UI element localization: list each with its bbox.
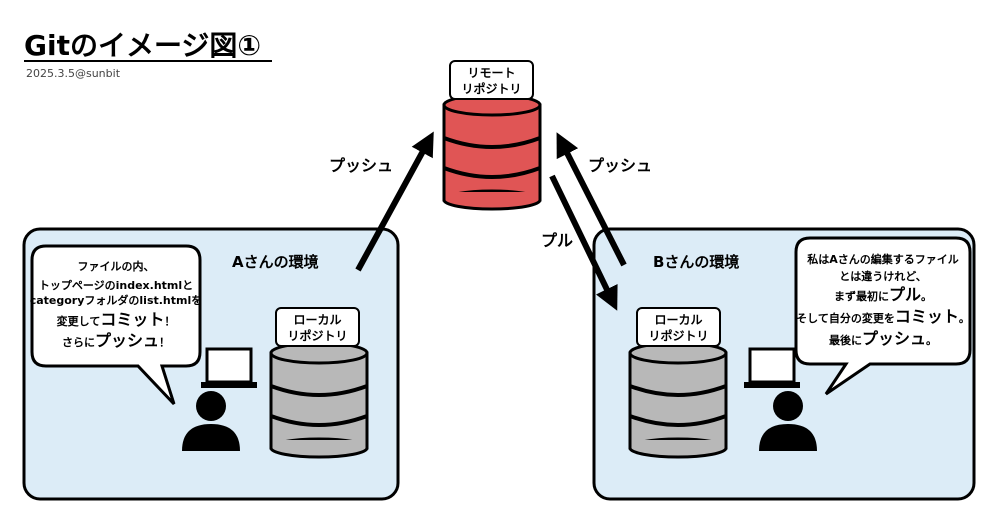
bubble-b-line5-post: 。 <box>926 334 937 347</box>
bubble-b-line4-post: 。 <box>959 312 970 325</box>
env-b-title: Bさんの環境 <box>653 253 739 271</box>
remote-repo-label-box <box>449 60 534 100</box>
remote-repository-db <box>442 93 542 211</box>
push-label-a: プッシュ <box>329 156 393 175</box>
bubble-a-line4-pre: 変更して <box>57 314 101 328</box>
local-repo-b-label-line1: ローカル <box>654 313 702 327</box>
push-label-b: プッシュ <box>588 156 652 175</box>
bubble-a-line5-emphasis: プッシュ <box>95 331 159 350</box>
local-repo-a-label-box <box>275 307 360 347</box>
bubble-a-line5-post: ！ <box>159 336 170 349</box>
page-subtitle: 2025.3.5@sunbit <box>26 67 121 80</box>
user-a-icon <box>182 391 240 451</box>
bubble-b-line1: 私はAさんの編集するファイル <box>807 252 959 266</box>
push-arrow-a <box>355 131 434 272</box>
local-repo-a-label-line2: リポジトリ <box>287 328 347 343</box>
bubble-b-line4-pre: そして自分の変更を <box>796 311 895 325</box>
local-repo-b-label-line2: リポジトリ <box>648 328 708 343</box>
bubble-a-line2: トップページのindex.htmlと <box>39 278 193 292</box>
env-a-title: Aさんの環境 <box>232 253 319 271</box>
pull-label-b: プル <box>541 231 573 250</box>
bubble-b-line5: 最後にプッシュ。 <box>829 329 937 348</box>
remote-repo-label-line1: リモート <box>467 66 515 80</box>
bubble-a-line3: categoryフォルダのlist.htmlを <box>30 293 203 307</box>
bubble-b-line5-pre: 最後に <box>829 333 862 347</box>
speech-bubble-b <box>794 236 972 396</box>
laptop-a-icon <box>201 347 257 388</box>
bubble-b-line5-emphasis: プッシュ <box>862 329 926 348</box>
local-repo-b-label-box <box>636 307 721 347</box>
bubble-b-line4-emphasis: コミット <box>895 307 959 326</box>
bubble-a-line5: さらにプッシュ！ <box>62 331 170 350</box>
bubble-a-line4-emphasis: コミット <box>100 310 164 329</box>
bubble-b-line3-post: 。 <box>921 290 932 303</box>
bubble-a-line4: 変更してコミット！ <box>57 310 176 329</box>
local-repo-a-label-line1: ローカル <box>293 313 341 327</box>
laptop-b-icon <box>744 347 800 388</box>
pull-arrow-b <box>549 174 618 311</box>
bubble-a-line5-pre: さらに <box>62 336 95 349</box>
bubble-b-line3: まず最初にプル。 <box>834 285 932 304</box>
bubble-b-line3-emphasis: プル <box>889 285 921 304</box>
local-repository-b-db <box>628 341 728 459</box>
user-b-icon <box>759 391 817 451</box>
bubble-b-line4: そして自分の変更をコミット。 <box>796 307 970 326</box>
page-title: Gitのイメージ図① <box>24 29 261 62</box>
bubble-b-line2: とは違うけれど、 <box>839 269 926 283</box>
remote-repo-label-line2: リポジトリ <box>461 81 521 96</box>
local-repository-a-db <box>269 341 369 459</box>
push-arrow-b <box>556 132 627 267</box>
bubble-a-line1: ファイルの内、 <box>78 259 155 273</box>
bubble-b-line3-pre: まず最初に <box>834 289 889 303</box>
bubble-a-line4-post: ！ <box>164 315 175 328</box>
speech-bubble-a <box>30 244 202 406</box>
